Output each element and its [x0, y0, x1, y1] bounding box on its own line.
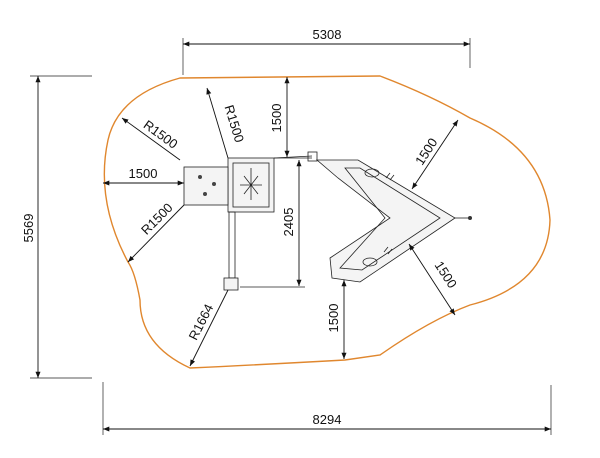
radius-leader-2 [206, 87, 229, 159]
side-panel [183, 166, 229, 206]
label-upper-right-clearance: 1500 [412, 135, 440, 167]
label-top-width: 5308 [313, 27, 342, 42]
dim-lower-right-line [408, 243, 456, 316]
bow-tip [468, 216, 472, 220]
panel-dot-1 [198, 175, 202, 179]
ship-hull-inner [339, 167, 441, 271]
mark-upper [385, 172, 395, 181]
playground-equipment [183, 151, 472, 291]
radius-leader-4 [189, 289, 229, 367]
panel-dot-3 [203, 192, 207, 196]
tower-inner [232, 162, 270, 208]
label-top-clearance: 1500 [269, 104, 284, 133]
radius-leader-3 [127, 204, 185, 263]
mark-lower [383, 246, 393, 255]
label-left-height: 5569 [21, 214, 36, 243]
porthole-lower [362, 257, 378, 267]
ladder-foot [223, 277, 239, 291]
tower-roof-symbol [240, 168, 262, 200]
label-bottom-width: 8294 [313, 412, 342, 427]
porthole-upper [364, 168, 380, 178]
radius-leader-1 [121, 117, 181, 161]
safety-zone-outline [103, 75, 551, 369]
dim-upper-right-line [411, 119, 459, 190]
ladder [228, 211, 236, 279]
connector-post [307, 151, 318, 162]
panel-dot-2 [212, 182, 216, 186]
label-bottom-clearance: 1500 [326, 304, 341, 333]
label-left-clearance: 1500 [129, 166, 158, 181]
label-radius-2: R1500 [222, 103, 248, 144]
label-inner-height: 2405 [281, 208, 296, 237]
